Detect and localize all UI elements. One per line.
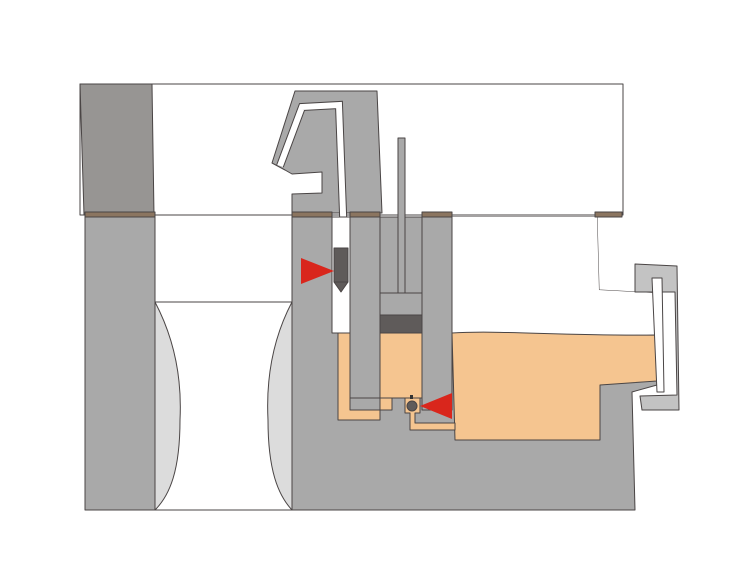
- pump-piston-rod: [397, 137, 406, 294]
- float-chamber-air: [452, 217, 655, 335]
- left-column: [84, 216, 156, 511]
- sight-glass: [651, 277, 665, 393]
- check-valve-indicator-arrow-icon: [420, 393, 452, 419]
- nozzle-indicator-arrow-icon: [301, 258, 334, 284]
- check-valve-ball: [406, 400, 418, 412]
- sight-window-frame: [634, 263, 680, 411]
- fuel-nozzle: [333, 247, 349, 283]
- pump-wall-left: [349, 216, 381, 399]
- pump-wall-right: [421, 216, 453, 411]
- pump-piston-seal: [379, 314, 423, 334]
- pump-fuel-chamber: [379, 332, 423, 399]
- venturi-right-wall: [267, 301, 293, 511]
- upper-housing-left-block: [79, 83, 155, 216]
- fuel-level: [451, 331, 658, 441]
- pump-piston: [379, 292, 423, 316]
- gaskets: [84, 211, 623, 218]
- venturi-left-wall: [154, 301, 181, 511]
